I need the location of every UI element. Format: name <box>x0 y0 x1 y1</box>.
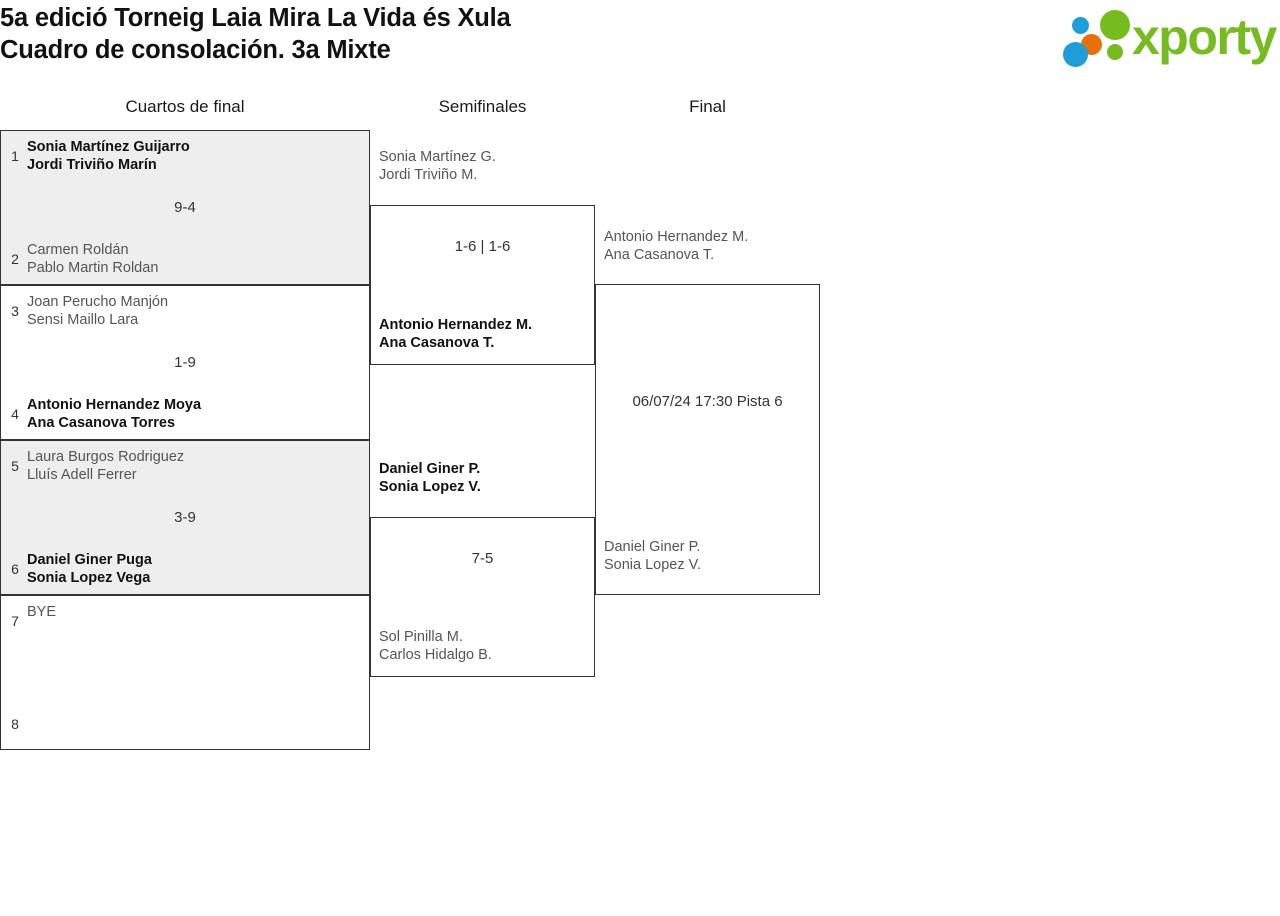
player-name: Carmen Roldán <box>27 242 129 258</box>
player-name: Laura Burgos Rodriguez <box>27 449 185 465</box>
page-header: 5a edició Torneig Laia Mira La Vida és X… <box>0 0 1280 82</box>
title-line-1: 5a edició Torneig Laia Mira La Vida és X… <box>0 4 511 32</box>
logo-wordmark: xporty <box>1132 9 1277 65</box>
player-name: Sonia Lopez V. <box>379 479 481 495</box>
player-name: Ana Casanova T. <box>379 335 495 351</box>
player-name: Jordi Triviño M. <box>379 167 478 183</box>
team-bottom: Antonio Hernandez M. Ana Casanova T. <box>379 316 588 352</box>
player-name: Jordi Triviño Marín <box>27 157 157 173</box>
match-r1-4[interactable]: 7 BYE 8 <box>0 595 370 750</box>
player-name: Carlos Hidalgo B. <box>379 647 492 663</box>
player-name: BYE <box>27 604 57 620</box>
team-bottom: Antonio Hernandez Moya Ana Casanova Torr… <box>27 396 363 432</box>
logo-dot-green-small <box>1107 44 1123 60</box>
xporty-logo[interactable]: xporty <box>1050 4 1277 70</box>
seed-number: 4 <box>11 406 19 422</box>
match-score: 3-9 <box>174 509 196 526</box>
round-header-semifinals: Semifinales <box>438 97 527 116</box>
player-name: Lluís Adell Ferrer <box>27 467 137 483</box>
round-header-quarterfinals: Cuartos de final <box>125 97 245 116</box>
match-schedule: 06/07/24 17:30 Pista 6 <box>632 393 783 410</box>
player-name: Sol Pinilla M. <box>379 629 463 645</box>
logo-dots-icon <box>1058 8 1132 67</box>
team-bottom: Daniel Giner Puga Sonia Lopez Vega <box>27 551 363 587</box>
player-name: Daniel Giner Puga <box>27 552 152 568</box>
seed-number: 2 <box>11 251 19 267</box>
player-name: Sensi Maillo Lara <box>27 312 139 328</box>
team-bottom: Daniel Giner P. Sonia Lopez V. <box>604 538 813 574</box>
team-top: Daniel Giner P. Sonia Lopez V. <box>379 460 588 496</box>
seed-number: 6 <box>11 561 19 577</box>
seed-number: 5 <box>11 458 19 474</box>
player-name: Sonia Lopez V. <box>604 557 702 573</box>
match-r1-1[interactable]: 1 Sonia Martínez Guijarro Jordi Triviño … <box>0 130 370 285</box>
team-top: Sonia Martínez G. Jordi Triviño M. <box>379 148 588 184</box>
seed-number: 7 <box>11 613 19 629</box>
player-name: Daniel Giner P. <box>604 539 701 555</box>
match-score: 1-6 | 1-6 <box>454 238 511 255</box>
match-score: 7-5 <box>471 550 494 567</box>
team-top: Joan Perucho Manjón Sensi Maillo Lara <box>27 293 363 329</box>
player-name: Antonio Hernandez M. <box>379 317 533 333</box>
player-name: Joan Perucho Manjón <box>27 294 169 310</box>
seed-number: 1 <box>11 148 19 164</box>
logo-dot-blue-small <box>1072 17 1089 34</box>
player-name: Sonia Martínez Guijarro <box>27 139 190 155</box>
match-r1-3[interactable]: 5 Laura Burgos Rodriguez Lluís Adell Fer… <box>0 440 370 595</box>
player-name: Daniel Giner P. <box>379 461 481 477</box>
team-bottom: Sol Pinilla M. Carlos Hidalgo B. <box>379 628 588 664</box>
logo-dot-green-large <box>1100 10 1130 40</box>
match-score: 1-9 <box>174 354 196 371</box>
round-header-final: Final <box>689 97 726 116</box>
team-top: Sonia Martínez Guijarro Jordi Triviño Ma… <box>27 138 363 174</box>
player-name: Sonia Lopez Vega <box>27 570 151 586</box>
title-line-2: Cuadro de consolación. 3a Mixte <box>0 36 391 64</box>
match-r2-2[interactable]: Daniel Giner P. Sonia Lopez V. 7-5 Sol P… <box>370 461 595 677</box>
logo-dot-blue-large <box>1063 42 1088 67</box>
player-name: Ana Casanova T. <box>604 247 715 263</box>
match-score: 9-4 <box>174 199 196 216</box>
player-name: Pablo Martin Roldan <box>27 260 159 276</box>
team-top: Antonio Hernandez M. Ana Casanova T. <box>604 228 813 264</box>
team-top: Laura Burgos Rodriguez Lluís Adell Ferre… <box>27 448 363 484</box>
player-name: Sonia Martínez G. <box>379 149 496 165</box>
player-name: Antonio Hernandez M. <box>604 229 749 245</box>
match-r1-2[interactable]: 3 Joan Perucho Manjón Sensi Maillo Lara … <box>0 285 370 440</box>
player-name: Antonio Hernandez Moya <box>27 397 202 413</box>
team-bottom: Carmen Roldán Pablo Martin Roldan <box>27 241 363 277</box>
match-r2-1[interactable]: Sonia Martínez G. Jordi Triviño M. 1-6 |… <box>370 149 595 365</box>
page-title: 5a edició Torneig Laia Mira La Vida és X… <box>0 2 900 66</box>
player-name: Ana Casanova Torres <box>27 415 176 431</box>
team-top: BYE <box>27 603 363 621</box>
seed-number: 8 <box>11 716 19 732</box>
match-final[interactable]: Antonio Hernandez M. Ana Casanova T. 06/… <box>595 229 820 595</box>
seed-number: 3 <box>11 303 19 319</box>
